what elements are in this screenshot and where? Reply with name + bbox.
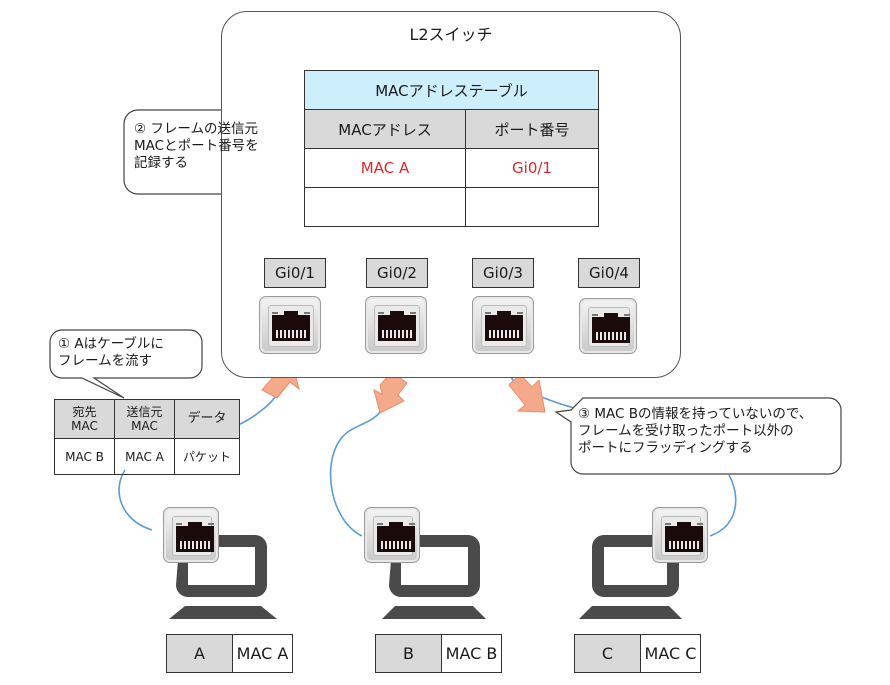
host-name: C <box>574 634 641 673</box>
ethernet-port-icon <box>472 296 534 354</box>
rj45-jack-icon <box>378 311 416 341</box>
host-b-nic-icon <box>364 507 420 563</box>
arrow-to-host-b-icon <box>373 371 408 414</box>
ethernet-port-icon <box>579 298 637 354</box>
switch-title: L2スイッチ <box>409 25 493 44</box>
mac-table-cell-port: Gi0/1 <box>465 148 599 188</box>
host-name: B <box>375 634 442 673</box>
rj45-jack-icon <box>592 313 630 343</box>
table-row: MAC B MAC A パケット <box>54 438 240 475</box>
frame-header-line: 送信元 <box>126 405 163 419</box>
callout-line: ② フレームの送信元 <box>134 121 258 137</box>
host-b-label: B MAC B <box>375 634 502 673</box>
host-mac: MAC A <box>232 634 293 673</box>
callout-line: フレームを流す <box>58 353 153 369</box>
mac-table-cell-mac: MAC A <box>304 148 466 188</box>
monitor-group <box>169 535 682 619</box>
mac-table-header-mac: MACアドレス <box>304 109 466 149</box>
host-c-label: C MAC C <box>574 634 701 673</box>
host-name: A <box>166 634 233 673</box>
host-mac: MAC C <box>640 634 701 673</box>
frame-header-src: 送信元 MAC <box>114 399 175 439</box>
table-row: MAC A Gi0/1 <box>304 148 599 188</box>
arrow-to-host-c-icon <box>508 373 546 413</box>
frame-value-dst: MAC B <box>54 438 115 475</box>
port-label-gi0-4: Gi0/4 <box>578 258 640 288</box>
port-label-gi0-2: Gi0/2 <box>366 258 428 288</box>
callout-line: フレームを受け取ったポート以外の <box>578 423 794 439</box>
callout-step1: ① Aはケーブルに フレームを流す <box>58 336 164 370</box>
frame-header-line: MAC <box>131 419 158 433</box>
host-a-nic-icon <box>163 507 219 563</box>
mac-table-header-port: ポート番号 <box>465 109 599 149</box>
callout-line: ① Aはケーブルに <box>58 336 164 352</box>
mac-address-table: MACアドレステーブル MACアドレス ポート番号 MAC A Gi0/1 <box>304 70 599 227</box>
rj45-jack-icon <box>176 522 214 552</box>
rj45-jack-icon <box>272 311 310 341</box>
host-mac: MAC B <box>441 634 502 673</box>
frame-header-dst: 宛先 MAC <box>54 399 115 439</box>
rj45-jack-icon <box>485 311 523 341</box>
frame-header-line: MAC <box>71 419 98 433</box>
callout-line: MACとポート番号を <box>134 138 259 154</box>
table-row <box>304 187 599 227</box>
frame-value-src: MAC A <box>114 438 175 475</box>
frame-value-data: パケット <box>174 438 240 475</box>
cable-c-lower <box>709 474 737 537</box>
callout-step1-bubble <box>49 329 203 399</box>
callout-line: ③ MAC Bの情報を持っていないので、 <box>578 406 813 422</box>
frame-header-line: 宛先 <box>72 405 97 419</box>
mac-table-cell-mac <box>304 187 466 227</box>
cable-a-lower <box>118 469 153 531</box>
rj45-jack-icon <box>665 522 703 552</box>
callout-step3-bubble <box>554 397 842 475</box>
host-c-nic-icon <box>652 507 708 563</box>
callout-step3: ③ MAC Bの情報を持っていないので、 フレームを受け取ったポート以外の ポー… <box>578 406 812 457</box>
callout-line: ポートにフラッディングする <box>578 440 753 456</box>
callout-step2: ② フレームの送信元 MACとポート番号を 記録する <box>134 121 259 172</box>
callout-line: 記録する <box>134 155 188 171</box>
frame-header-line: データ <box>187 411 227 426</box>
port-label-gi0-1: Gi0/1 <box>264 258 326 288</box>
mac-table-cell-port <box>465 187 599 227</box>
ethernet-port-icon <box>259 296 321 354</box>
host-a-label: A MAC A <box>166 634 293 673</box>
rj45-jack-icon <box>377 522 415 552</box>
ethernet-port-icon <box>365 296 427 354</box>
ethernet-frame: 宛先 MAC 送信元 MAC データ MAC B MAC A パケット <box>54 399 240 475</box>
frame-header-data: データ <box>174 399 240 439</box>
port-label-gi0-3: Gi0/3 <box>472 258 534 288</box>
mac-table-title: MACアドレステーブル <box>304 70 599 110</box>
